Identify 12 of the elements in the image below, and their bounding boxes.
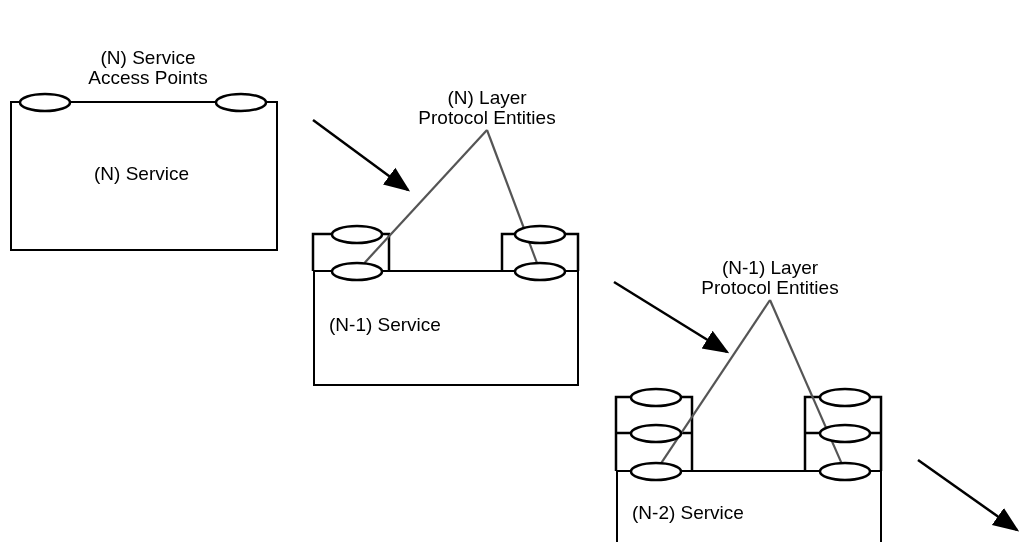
leader-line [363, 129, 488, 264]
service-label: (N-1) Service [329, 314, 441, 336]
protocol-entity-icon [513, 260, 567, 282]
service-label: (N) Service [94, 163, 189, 185]
entity-label: (N-1) Layer Protocol Entities [695, 258, 845, 298]
protocol-entity-icon [629, 460, 683, 482]
protocol-entity-icon [818, 460, 872, 482]
access-points-label: (N) Service Access Points [87, 48, 209, 88]
protocol-entity-icon [330, 260, 384, 282]
service-label: (N-2) Service [632, 502, 744, 524]
leader-line [485, 129, 538, 263]
entity-label: (N) Layer Protocol Entities [417, 88, 557, 128]
